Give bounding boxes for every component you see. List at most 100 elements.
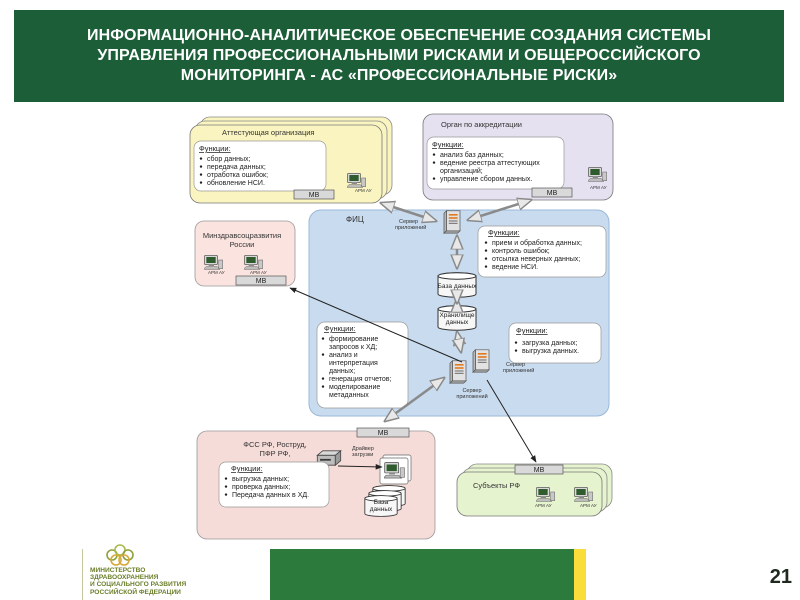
attest-functions-title: Функции: — [199, 144, 231, 153]
function-item: контроль ошибок; — [492, 247, 550, 255]
minzdrav-mv-box — [235, 275, 287, 286]
function-item: передача данных; — [207, 164, 266, 171]
attest-functions-list: сбор данных;передача данных;отработка ош… — [199, 155, 268, 187]
fic-functions-top-list: прием и обработка данных;контроль ошибок… — [484, 239, 582, 271]
fic-functions-top-box — [477, 225, 607, 278]
ministry-name: МИНИСТЕРСТВО ЗДРАВООХРАНЕНИЯ И СОЦИАЛЬНО… — [90, 567, 240, 596]
fic-server-bottom-1: Сервер — [462, 388, 481, 394]
accred-mv-box — [531, 187, 573, 198]
subjects-region: Субъекты РФ МВ АРМ АУ АРМ АУ — [456, 463, 613, 517]
fss-db-2: данных — [370, 506, 393, 513]
ministry-line-4: РОССИЙСКОЙ ФЕДЕРАЦИИ — [90, 588, 181, 596]
minzdrav-arm-2: АРМ АУ — [250, 270, 267, 275]
connectors — [289, 200, 537, 463]
fic-server-bottom-2: приложений — [456, 393, 487, 400]
bullet-icon — [321, 377, 325, 380]
function-item: прием и обработка данных; — [492, 239, 582, 247]
bullet-icon — [199, 157, 203, 160]
fic-title: ФИЦ — [346, 215, 364, 224]
bullet-icon — [514, 341, 518, 344]
accred-region: Орган по аккредитации Функции: анализ ба… — [422, 113, 614, 201]
fic-functions-right-list: загрузка данных;выгрузка данных. — [514, 340, 579, 355]
bullet-icon — [224, 493, 228, 496]
minzdrav-region: Минздравсоцразвития России АРМ АУ АРМ АУ… — [194, 220, 296, 287]
fss-db-1: База — [374, 499, 389, 506]
ministry-line-3: И СОЦИАЛЬНОГО РАЗВИТИЯ — [90, 581, 187, 589]
footer-bar — [270, 549, 586, 600]
function-item: моделирование — [329, 384, 380, 391]
bullet-icon — [484, 265, 488, 268]
accred-mv-label: МВ — [547, 190, 558, 197]
bullet-icon — [432, 161, 436, 164]
subjects-title: Субъекты РФ — [473, 481, 520, 490]
function-item: запросов к ХД; — [329, 344, 377, 351]
footer-accent — [574, 549, 586, 600]
logo-divider — [82, 549, 83, 600]
fss-driver-2: загрузки — [352, 452, 373, 458]
subjects-mv-label: МВ — [534, 467, 545, 474]
fss-mv-box — [356, 427, 410, 438]
accred-title: Орган по аккредитации — [441, 120, 522, 129]
fss-functions-box — [218, 461, 330, 508]
ministry-line-2: ЗДРАВООХРАНЕНИЯ — [90, 574, 159, 582]
server-icon — [443, 210, 461, 234]
server-icon — [449, 360, 467, 384]
title-line-1: ИНФОРМАЦИОННО-АНАЛИТИЧЕСКОЕ ОБЕСПЕЧЕНИЕ … — [87, 27, 711, 44]
accred-arm-label: АРМ АУ — [590, 185, 607, 190]
fic-server-right-2: приложений — [503, 367, 534, 374]
minzdrav-title-1: Минздравсоцразвития — [203, 231, 281, 240]
fic-server-top-2: приложений — [395, 224, 426, 231]
function-item: данных; — [329, 368, 355, 375]
bullet-icon — [199, 173, 203, 176]
subjects-arm-2: АРМ АУ — [580, 503, 597, 508]
function-item: отработка ошибок; — [207, 171, 268, 179]
fss-functions-list: выгрузка данных;проверка данных;Передача… — [224, 476, 309, 499]
minzdrav-title-2: России — [230, 240, 255, 249]
bullet-icon — [199, 181, 203, 184]
minzdrav-mv-label: МВ — [256, 278, 267, 285]
bullet-icon — [224, 477, 228, 480]
fic-server-right-1: Сервер — [506, 362, 525, 368]
function-item: Передача данных в ХД. — [232, 492, 309, 499]
ministry-logo-icon — [106, 544, 134, 566]
function-item: выгрузка данных. — [522, 348, 579, 355]
bullet-icon — [484, 249, 488, 252]
accred-functions-box — [426, 136, 565, 190]
fic-functions-right-title: Функции: — [516, 326, 548, 335]
bullet-icon — [432, 177, 436, 180]
function-item: генерация отчетов; — [329, 376, 391, 383]
fss-driver-1: Драйвер — [352, 445, 374, 452]
bullet-icon — [484, 241, 488, 244]
attest-arm-label: АРМ АУ — [355, 188, 372, 193]
function-item: метаданных — [329, 392, 369, 399]
function-item: проверка данных; — [232, 484, 290, 491]
fss-functions-title: Функции: — [231, 464, 263, 473]
bullet-icon — [321, 337, 325, 340]
function-item: ведение НСИ. — [492, 264, 538, 271]
function-item: выгрузка данных; — [232, 476, 289, 483]
attest-functions-box — [193, 140, 327, 192]
attest-mv-box — [293, 189, 335, 200]
function-item: обновление НСИ. — [207, 179, 265, 187]
title-line-3: МОНИТОРИНГА - АС «ПРОФЕССИОНАЛЬНЫЕ РИСКИ… — [180, 67, 618, 84]
function-item: формирование — [329, 336, 378, 343]
fss-title-2: ПФР РФ, — [260, 449, 291, 458]
bullet-icon — [321, 353, 325, 356]
fic-functions-right-box — [508, 322, 602, 364]
subjects-mv-box — [514, 464, 564, 475]
page-number: 21 — [769, 566, 792, 588]
bullet-icon — [514, 349, 518, 352]
function-item: управление сбором данных. — [440, 175, 532, 183]
slide-title: ИНФОРМАЦИОННО-АНАЛИТИЧЕСКОЕ ОБЕСПЕЧЕНИЕ … — [14, 10, 784, 102]
attest-mv-label: МВ — [309, 192, 320, 199]
function-item: загрузка данных; — [522, 340, 577, 347]
fss-title-1: ФСС РФ, Роструд, — [243, 440, 306, 449]
function-item: анализ и — [329, 352, 358, 359]
fic-functions-left-title: Функции: — [324, 324, 356, 333]
bullet-icon — [321, 385, 325, 388]
fic-warehouse-1: Хранилище — [439, 312, 474, 319]
ministry-line-1: МИНИСТЕРСТВО — [90, 567, 146, 574]
function-item: отсылка неверных данных; — [492, 256, 580, 263]
